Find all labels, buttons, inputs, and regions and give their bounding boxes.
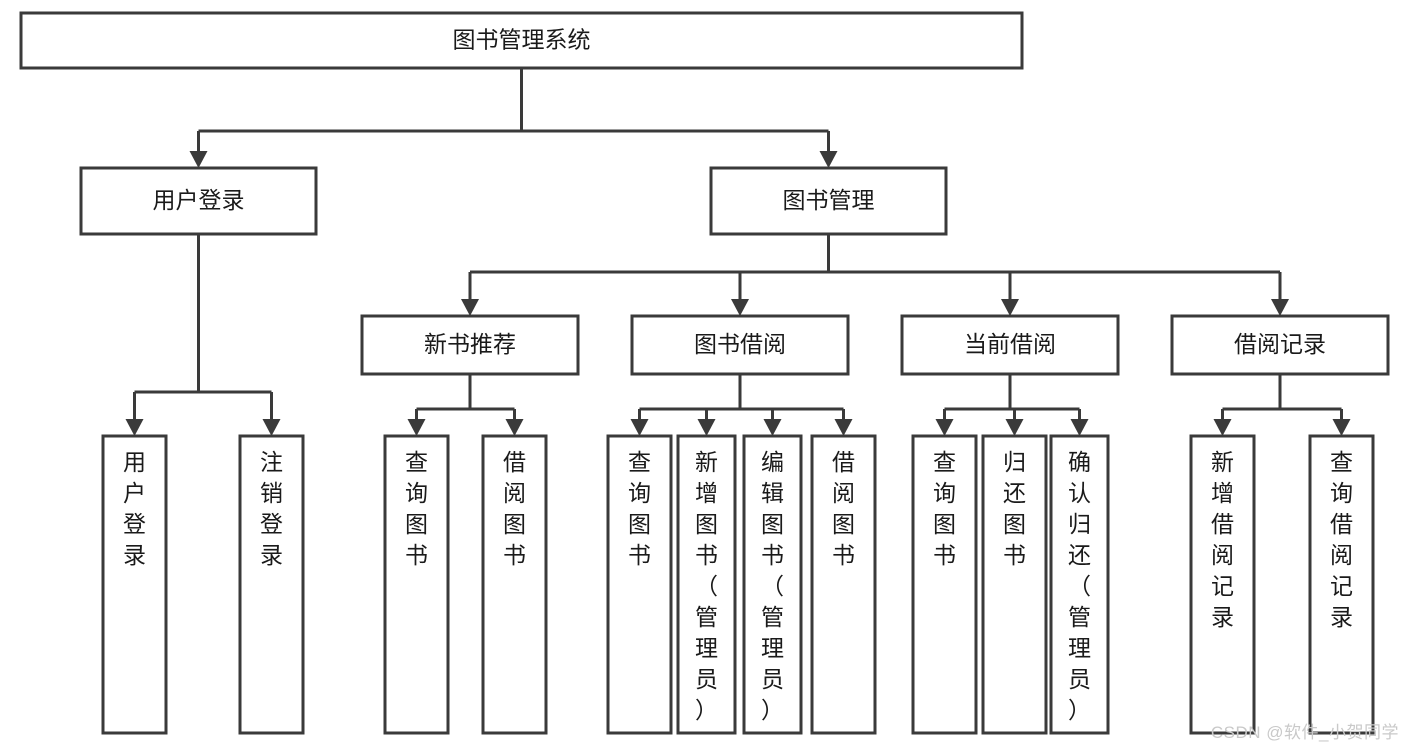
node-label: 查询借阅记录 — [1330, 449, 1353, 630]
arrow-head — [819, 151, 838, 168]
node-book-manage[interactable]: 图书管理 — [709, 166, 948, 236]
node-label: 借阅图书 — [503, 449, 526, 568]
arrow-head — [262, 419, 281, 436]
node-label: 查询图书 — [628, 449, 651, 568]
node-label: 查询图书 — [933, 449, 956, 568]
arrow-head — [407, 419, 426, 436]
arrow-head — [125, 419, 144, 436]
node-label: 归还图书 — [1003, 449, 1026, 568]
node-label: 确认归还（管理员） — [1068, 449, 1091, 723]
arrow-head — [763, 419, 782, 436]
node-label: 新增借阅记录 — [1211, 449, 1234, 630]
node-leaf-add-borrow-record[interactable]: 新增借阅记录 — [1189, 434, 1256, 735]
arrow-head — [1005, 419, 1024, 436]
node-user-login[interactable]: 用户登录 — [79, 166, 318, 236]
arrow-head — [1332, 419, 1351, 436]
node-leaf-borrow-book-1[interactable]: 借阅图书 — [481, 434, 548, 735]
node-label: 编辑图书（管理员） — [761, 449, 784, 723]
node-label: 借阅图书 — [832, 449, 855, 568]
arrow-head — [630, 419, 649, 436]
arrow-head — [461, 299, 479, 316]
node-label: 查询图书 — [405, 449, 428, 568]
arrow-head — [1070, 419, 1089, 436]
node-label: 图书管理系统 — [453, 27, 591, 53]
node-new-book-rec[interactable]: 新书推荐 — [360, 314, 580, 376]
node-current-borrow[interactable]: 当前借阅 — [900, 314, 1120, 376]
node-label: 新书推荐 — [424, 331, 516, 357]
node-root-book-management-system[interactable]: 图书管理系统 — [19, 11, 1024, 70]
arrow-head — [731, 299, 749, 316]
node-book-borrow[interactable]: 图书借阅 — [630, 314, 850, 376]
node-leaf-confirm-return-admin[interactable]: 确认归还（管理员） — [1049, 434, 1110, 735]
node-leaf-add-book-admin[interactable]: 新增图书（管理员） — [676, 434, 737, 735]
arrow-head — [1213, 419, 1232, 436]
node-label: 用户登录 — [123, 449, 146, 568]
arrow-head — [189, 151, 208, 168]
arrow-head — [505, 419, 524, 436]
node-leaf-borrow-book-2[interactable]: 借阅图书 — [810, 434, 877, 735]
node-leaf-query-borrow-record[interactable]: 查询借阅记录 — [1308, 434, 1375, 735]
node-label: 借阅记录 — [1234, 331, 1326, 357]
node-label: 新增图书（管理员） — [695, 449, 718, 723]
arrow-head — [697, 419, 716, 436]
node-leaf-query-book-1[interactable]: 查询图书 — [383, 434, 450, 735]
arrow-head — [935, 419, 954, 436]
node-leaf-return-book[interactable]: 归还图书 — [981, 434, 1048, 735]
node-label: 图书借阅 — [694, 331, 786, 357]
node-leaf-user-logout[interactable]: 注销登录 — [238, 434, 305, 735]
node-leaf-user-login[interactable]: 用户登录 — [101, 434, 168, 735]
node-layer: 图书管理系统用户登录图书管理新书推荐图书借阅当前借阅借阅记录用户登录注销登录查询… — [19, 11, 1390, 735]
node-leaf-query-book-2[interactable]: 查询图书 — [606, 434, 673, 735]
arrow-head — [834, 419, 853, 436]
node-label: 当前借阅 — [964, 331, 1056, 357]
node-label: 注销登录 — [260, 449, 283, 568]
arrow-head — [1001, 299, 1019, 316]
node-leaf-query-book-3[interactable]: 查询图书 — [911, 434, 978, 735]
connector-layer — [125, 68, 1351, 436]
arrow-head — [1271, 299, 1289, 316]
node-borrow-record[interactable]: 借阅记录 — [1170, 314, 1390, 376]
node-label: 图书管理 — [783, 187, 875, 213]
node-label: 用户登录 — [153, 187, 245, 213]
node-leaf-edit-book-admin[interactable]: 编辑图书（管理员） — [742, 434, 803, 735]
